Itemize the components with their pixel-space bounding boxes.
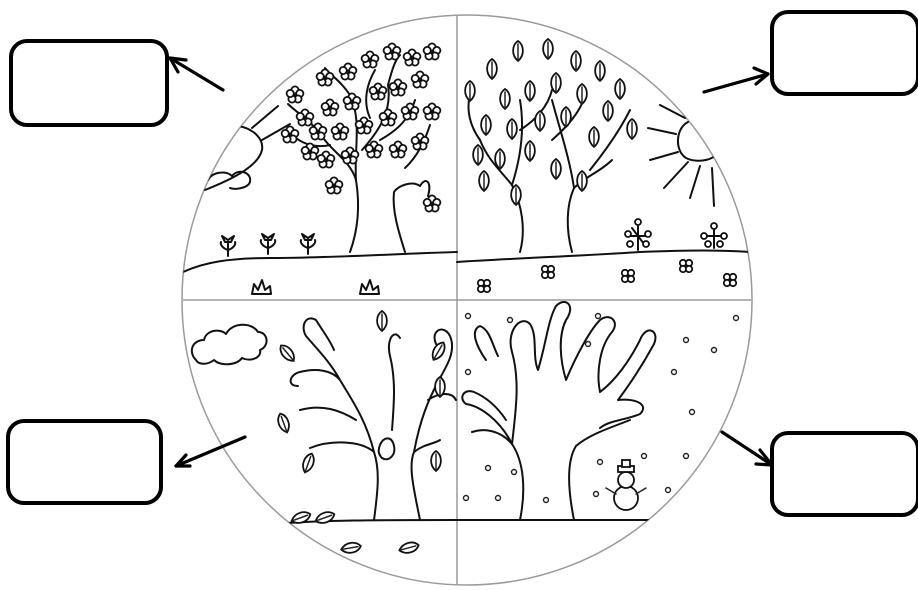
answer-box-bottom-left[interactable] — [8, 421, 161, 503]
answer-box-top-right[interactable] — [772, 12, 918, 94]
arrow-bottom-right — [722, 432, 772, 465]
arrow-top-right — [704, 68, 768, 92]
answer-box-bottom-right[interactable] — [772, 433, 918, 515]
arrow-top-left — [170, 58, 223, 90]
answer-box-top-left[interactable] — [11, 41, 167, 125]
